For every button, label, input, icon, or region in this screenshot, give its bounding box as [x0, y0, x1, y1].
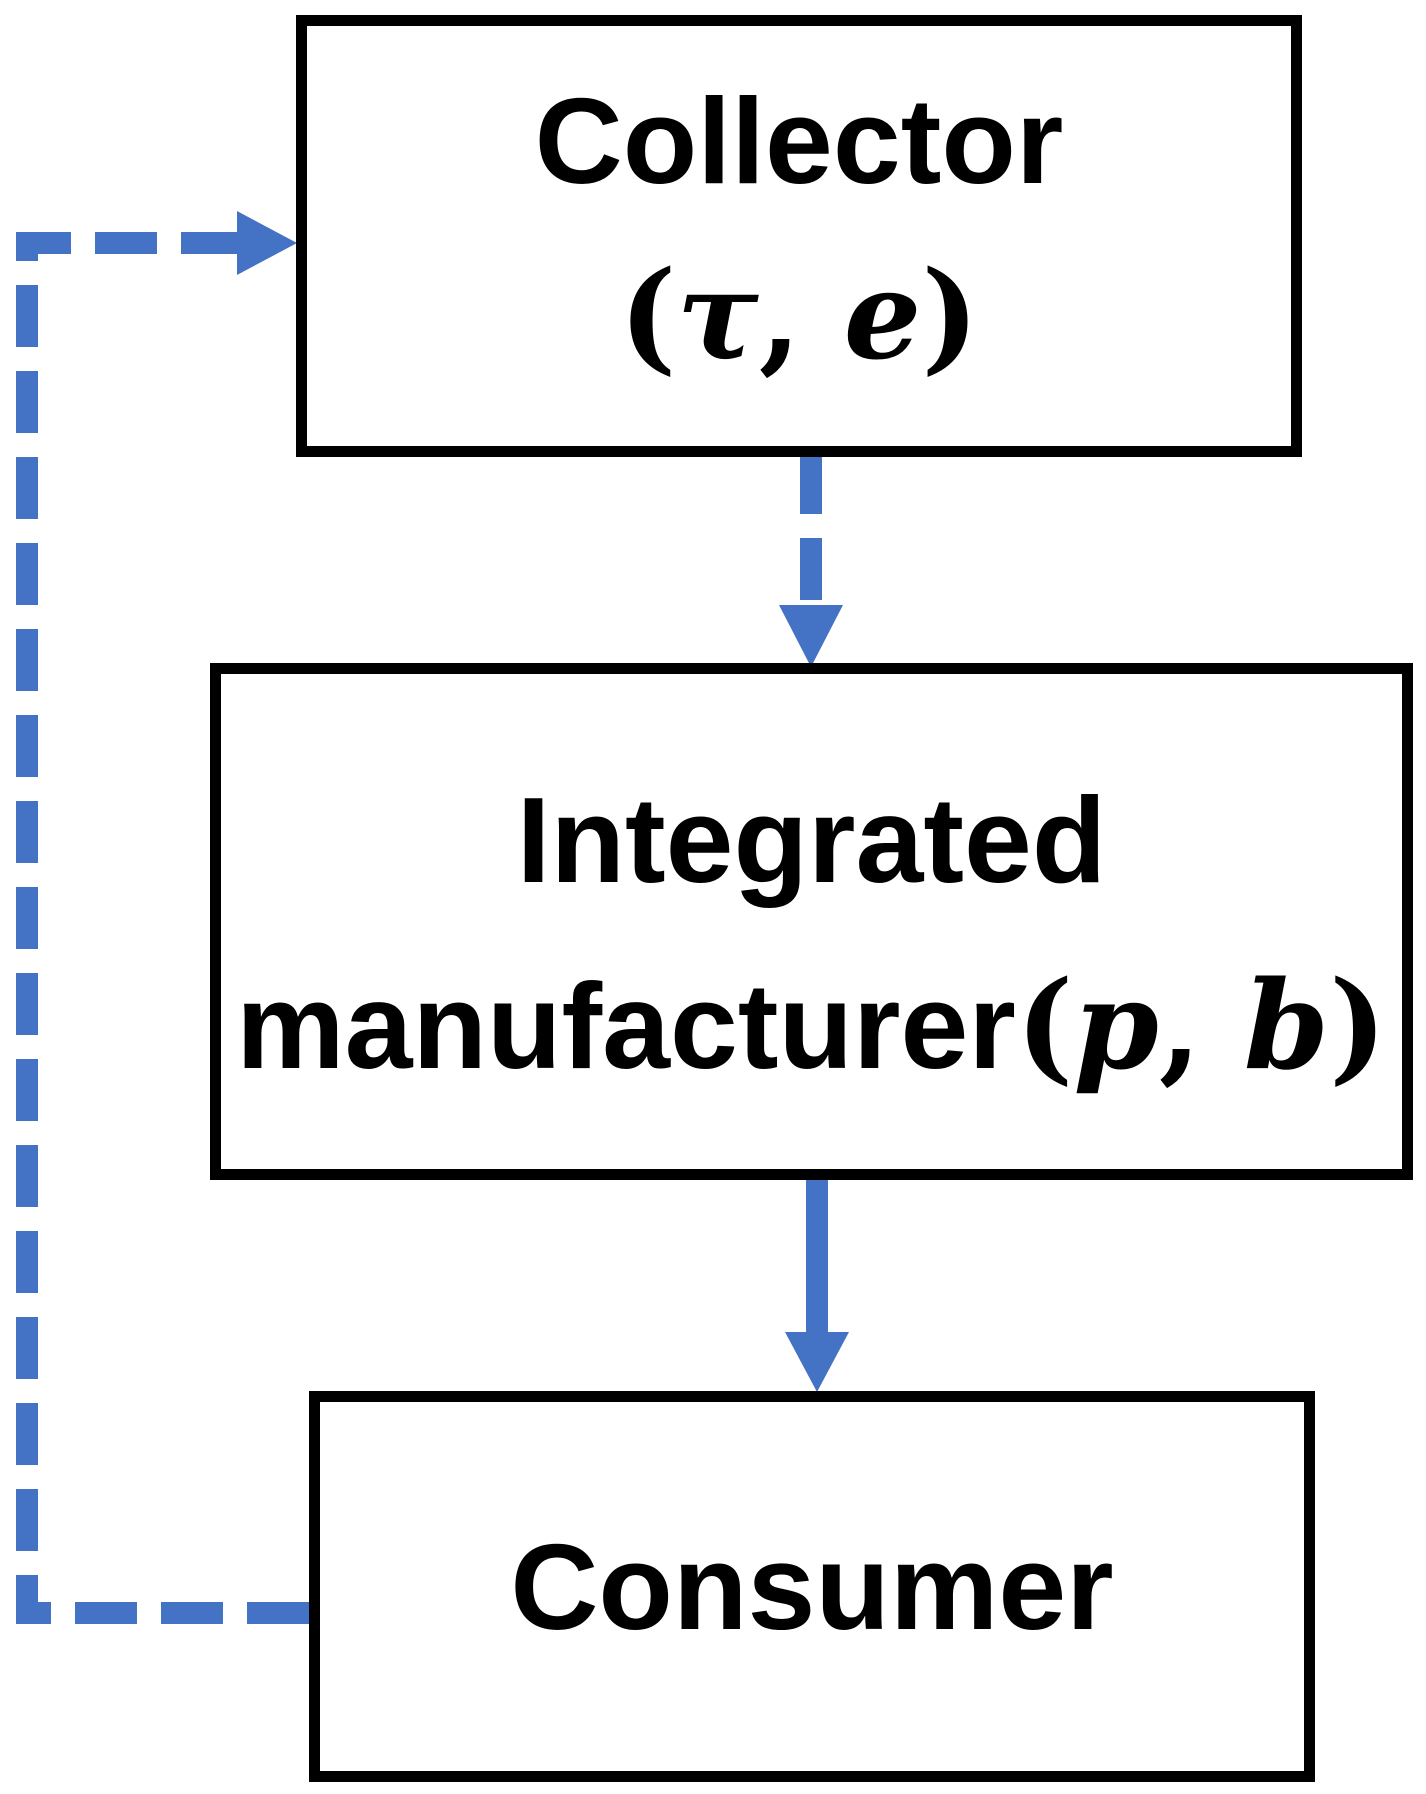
- paren-close: ): [1329, 952, 1387, 1097]
- param-separator: ,: [1158, 952, 1244, 1097]
- paren-close: ): [921, 242, 980, 387]
- param-b: b: [1243, 952, 1330, 1097]
- param-tau: τ: [676, 242, 759, 387]
- arrowhead-right-icon: [237, 211, 297, 275]
- paren-open: (: [618, 242, 677, 387]
- arrow-consumer-to-collector: [16, 211, 309, 1624]
- collector-params: (τ, e): [619, 254, 979, 377]
- param-p: p: [1073, 952, 1159, 1097]
- feedback-shaft-dashed: [16, 232, 309, 1624]
- paren-open: (: [1015, 952, 1074, 1097]
- arrow-collector-to-manufacturer: [779, 452, 843, 667]
- manufacturer-node: Integrated manufacturer(p, b): [210, 663, 1413, 1180]
- param-e: e: [843, 242, 922, 387]
- consumer-node: Consumer: [309, 1391, 1315, 1782]
- manufacturer-title-line1: Integrated: [516, 771, 1107, 908]
- collector-title: Collector: [534, 72, 1064, 209]
- arrowhead-down-icon: [785, 1332, 849, 1392]
- manufacturer-title-line2: manufacturer(p, b): [236, 964, 1387, 1087]
- arrow-manufacturer-to-consumer: [785, 1178, 849, 1392]
- arrowhead-down-icon: [779, 605, 843, 667]
- collector-node: Collector (τ, e): [296, 15, 1302, 457]
- consumer-title: Consumer: [510, 1518, 1114, 1655]
- manufacturer-word: manufacturer: [236, 957, 1016, 1094]
- param-separator: ,: [758, 242, 844, 387]
